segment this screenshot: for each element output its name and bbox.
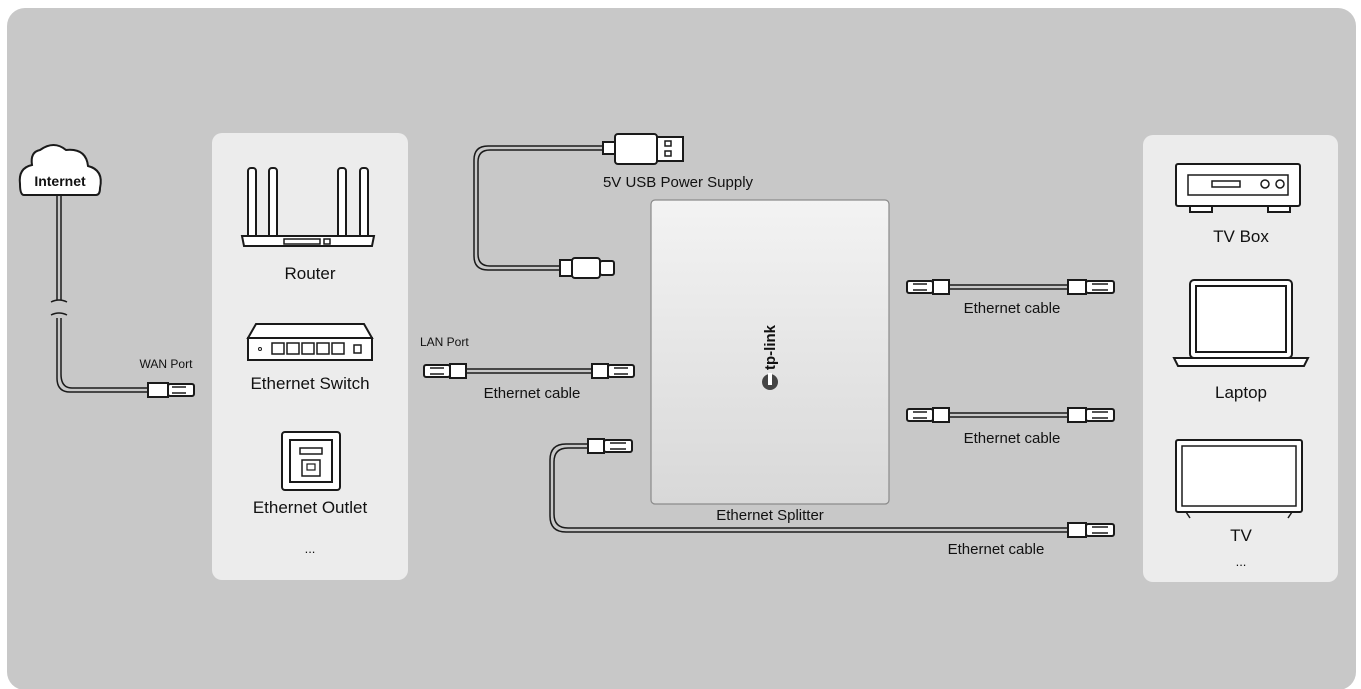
input-cable-label: Ethernet cable bbox=[484, 385, 581, 402]
ethernet-splitter-box bbox=[650, 199, 890, 505]
internet-label: Internet bbox=[34, 173, 86, 189]
laptop-icon bbox=[1172, 279, 1310, 367]
output-cable-1 bbox=[949, 284, 1068, 290]
outlet-icon bbox=[281, 431, 341, 491]
router-label: Router bbox=[284, 264, 335, 283]
output-cable-2-label: Ethernet cable bbox=[964, 430, 1061, 447]
switch-icon bbox=[246, 323, 374, 361]
output-cable-3-label: Ethernet cable bbox=[948, 541, 1045, 558]
out2-connector-right-icon bbox=[1067, 407, 1115, 423]
out3-connector-left-icon bbox=[587, 438, 633, 454]
internet-cloud-icon bbox=[18, 144, 102, 196]
output-cable-2 bbox=[949, 412, 1068, 418]
usb-a-plug-icon bbox=[602, 133, 684, 165]
router-icon bbox=[240, 167, 376, 247]
splitter-label: Ethernet Splitter bbox=[716, 507, 824, 524]
wan-connector-icon bbox=[147, 382, 195, 398]
usb-power-cable bbox=[473, 145, 603, 271]
output-cable-3 bbox=[549, 443, 1068, 533]
tp-link-brand: tp-link bbox=[762, 324, 779, 370]
power-supply-label: 5V USB Power Supply bbox=[603, 174, 754, 191]
usb-c-plug-icon bbox=[559, 257, 615, 279]
input-ethernet-cable bbox=[466, 368, 592, 374]
out1-connector-left-icon bbox=[906, 279, 950, 295]
outlet-label: Ethernet Outlet bbox=[253, 498, 368, 517]
sources-more-label: ... bbox=[305, 541, 316, 556]
lan-connector-left-icon bbox=[423, 363, 467, 379]
laptop-label: Laptop bbox=[1215, 383, 1267, 402]
tv-box-label: TV Box bbox=[1213, 227, 1269, 246]
devices-more-label: ... bbox=[1236, 554, 1247, 569]
lan-port-label: LAN Port bbox=[420, 335, 469, 349]
switch-label: Ethernet Switch bbox=[250, 374, 369, 393]
out1-connector-right-icon bbox=[1067, 279, 1115, 295]
wan-cable bbox=[56, 196, 148, 393]
wan-port-label: WAN Port bbox=[140, 357, 194, 371]
tv-icon bbox=[1175, 439, 1303, 519]
tv-label: TV bbox=[1230, 526, 1252, 545]
out3-connector-right-icon bbox=[1067, 522, 1115, 538]
lan-connector-right-icon bbox=[591, 363, 635, 379]
out2-connector-left-icon bbox=[906, 407, 950, 423]
output-cable-1-label: Ethernet cable bbox=[964, 300, 1061, 317]
cable-break-icon bbox=[50, 299, 68, 316]
tv-box-icon bbox=[1175, 163, 1301, 213]
tp-link-logo-icon: tp-link bbox=[762, 324, 779, 390]
